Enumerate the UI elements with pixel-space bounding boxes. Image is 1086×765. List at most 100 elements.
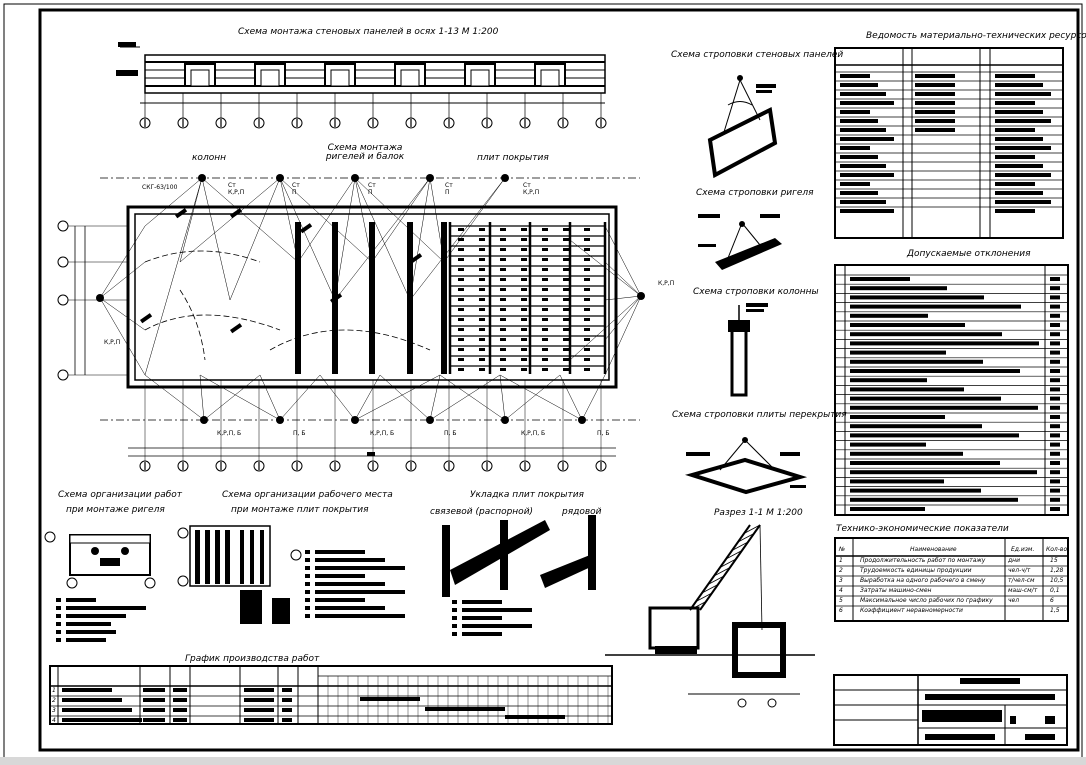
reach-line xyxy=(99,297,146,376)
legend-marker xyxy=(56,598,61,602)
slab-mark xyxy=(500,288,506,291)
column-element xyxy=(300,223,313,234)
slab-mark xyxy=(584,328,590,331)
slab-mark xyxy=(521,268,527,271)
slab-mark xyxy=(542,248,548,251)
sling-beam-diagram xyxy=(698,214,782,270)
slab-bar xyxy=(215,530,220,584)
beam xyxy=(295,222,301,374)
slab-mark xyxy=(479,318,485,321)
reach-line xyxy=(201,177,299,263)
slab-mark xyxy=(458,358,464,361)
boom-brace xyxy=(707,575,725,585)
resource-spec-bar xyxy=(995,164,1043,168)
legend-text-bar xyxy=(315,614,405,618)
teo-cell-name: Выработка на одного рабочего в смену xyxy=(860,577,986,584)
reach-line xyxy=(354,177,373,263)
resource-spec-bar xyxy=(995,209,1035,213)
slab-mark xyxy=(584,338,590,341)
beam xyxy=(407,222,413,374)
teo-cell-val: 15 xyxy=(1050,557,1058,564)
legend-marker xyxy=(56,606,61,610)
resource-spec-bar xyxy=(995,119,1051,123)
slab-mark xyxy=(563,328,569,331)
inner-frame xyxy=(38,8,1080,752)
legend-marker xyxy=(305,614,310,618)
schedule-qty-bar xyxy=(173,688,187,692)
slab-mark xyxy=(584,258,590,261)
slab-mark xyxy=(458,348,464,351)
reach-line xyxy=(144,374,205,421)
slab-mark xyxy=(479,328,485,331)
reach-line xyxy=(429,177,445,263)
mark-label-right: К,Р,П xyxy=(658,280,675,287)
teo-cell-unit: дни xyxy=(1008,557,1020,564)
slab-mark xyxy=(584,268,590,271)
section-1-1 xyxy=(605,524,815,708)
mark-bottom-5: К,Р,П, Б xyxy=(521,430,546,437)
resource-name-bar xyxy=(840,146,870,150)
reach-line xyxy=(581,374,606,421)
slab-mark xyxy=(479,228,485,231)
legend-text-bar xyxy=(462,632,502,636)
tolerance-text-bar xyxy=(850,277,910,281)
schedule-qty-bar xyxy=(173,718,187,722)
slab-mark xyxy=(479,358,485,361)
legend-marker xyxy=(56,622,61,626)
mark-label-4: П xyxy=(445,189,450,196)
resource-type-bar xyxy=(915,128,955,132)
reach-line xyxy=(569,239,642,297)
boom-brace xyxy=(737,533,755,543)
legend-text-bar xyxy=(315,582,385,586)
schedule-row-number: 2 xyxy=(52,697,56,704)
beams-label: Схема монтажа ригелей и балок xyxy=(325,143,405,162)
mark-label-5: К,Р,П xyxy=(523,189,540,196)
tolerance-value-bar xyxy=(1050,295,1060,300)
reach-line xyxy=(409,177,506,301)
tolerance-text-bar xyxy=(850,313,928,318)
slab-mark xyxy=(458,328,464,331)
legend-text-bar xyxy=(315,598,365,602)
laying-tied-label: связевой (распорной) xyxy=(430,507,534,517)
reach-line xyxy=(319,374,356,421)
boom-brace xyxy=(743,524,761,534)
legend-text-bar xyxy=(462,608,532,612)
laying-diagrams xyxy=(442,515,596,636)
reach-line xyxy=(179,177,281,263)
slab-mark xyxy=(563,228,569,231)
tolerance-value-bar xyxy=(1050,304,1060,309)
sling-column-diagram xyxy=(728,303,768,397)
resource-spec-bar xyxy=(995,191,1043,195)
reach-line xyxy=(334,177,431,301)
reach-line xyxy=(99,225,146,299)
title-block xyxy=(833,674,1068,746)
tolerance-value-bar xyxy=(1050,323,1060,327)
tolerance-value-bar xyxy=(1050,461,1060,465)
resource-spec-bar xyxy=(995,155,1035,159)
slab-mark xyxy=(479,268,485,271)
slab-mark xyxy=(542,238,548,241)
legend-text-bar xyxy=(462,616,502,620)
slab-mark xyxy=(479,258,485,261)
tolerance-text-bar xyxy=(850,497,1018,502)
resource-name-bar xyxy=(840,137,894,141)
tolerance-text-bar xyxy=(850,359,983,364)
resource-spec-bar xyxy=(995,137,1043,141)
teo-cell-name: Продолжительность работ по монтажу xyxy=(860,557,986,564)
columns-label: колонн xyxy=(192,153,226,163)
legend-marker xyxy=(452,600,457,604)
elevation-door xyxy=(470,69,490,87)
legend-marker xyxy=(305,574,310,578)
resource-spec-bar xyxy=(995,74,1035,78)
wall-panel-elevation xyxy=(116,42,607,129)
tolerance-value-bar xyxy=(1050,442,1060,447)
slab-mark xyxy=(563,298,569,301)
reach-line xyxy=(334,177,356,301)
slab-mark xyxy=(458,228,464,231)
teo-cell-n: 4 xyxy=(839,587,843,594)
resource-spec-bar xyxy=(995,83,1043,87)
tolerance-value-bar xyxy=(1050,424,1060,429)
schedule-work-bar xyxy=(62,708,132,712)
plan-row-bubble xyxy=(57,294,69,306)
sling-panels-title: Схема строповки стеновых панелей xyxy=(671,50,844,60)
